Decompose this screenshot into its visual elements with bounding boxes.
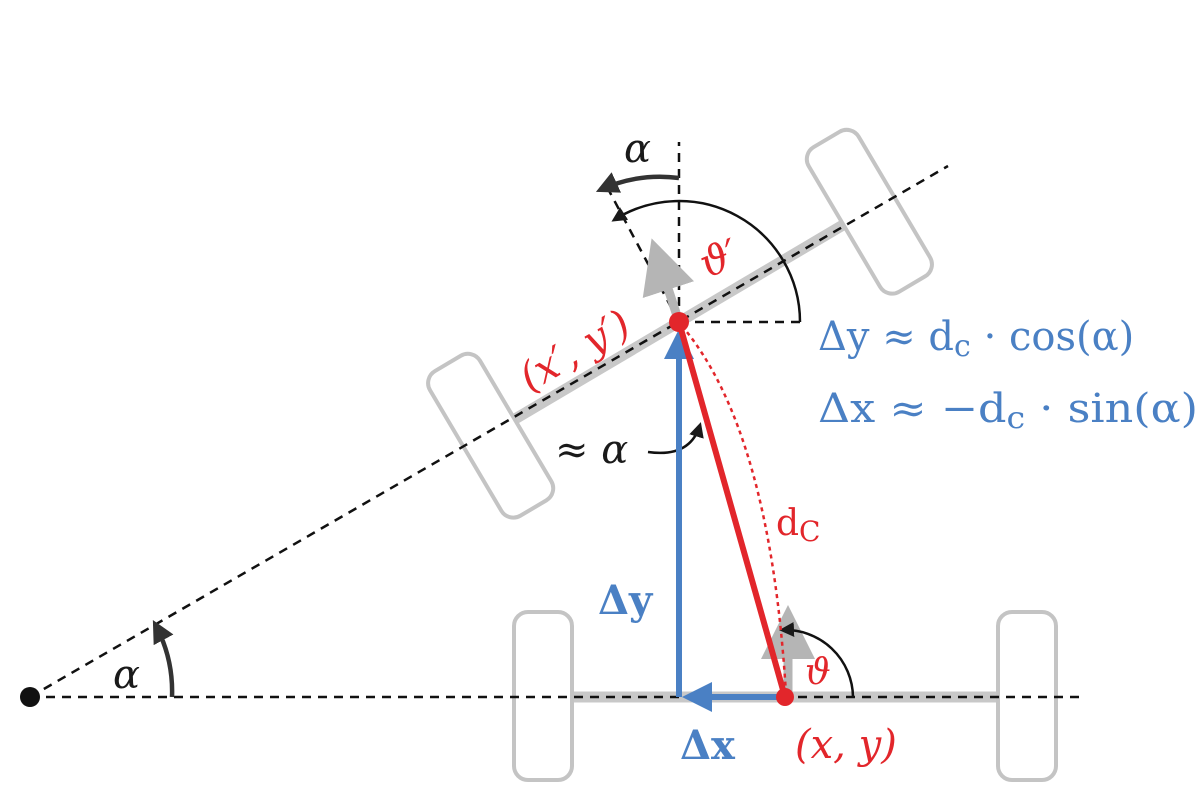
approx-alpha-arrow xyxy=(647,422,704,455)
approx-alpha-label: ≈ α xyxy=(555,427,628,473)
alpha-arc-origin xyxy=(152,620,175,698)
chord-dc xyxy=(676,321,788,698)
position-initial-label: (x, y) xyxy=(795,722,897,768)
theta-prime-arc xyxy=(611,199,802,323)
delta-y-label: Δy xyxy=(598,577,654,624)
alpha-label-origin: α xyxy=(113,652,140,698)
wheel-left-final xyxy=(426,351,556,520)
dc-label-main: d xyxy=(776,503,799,544)
equation-delta-x-lhs: Δx ≈ −d xyxy=(818,386,1006,432)
dc-label: dC xyxy=(776,503,820,548)
origin-point xyxy=(20,687,40,707)
equation-delta-x-sub: c xyxy=(1006,401,1025,436)
wheel-right-final xyxy=(804,127,934,296)
arc-path-dotted xyxy=(681,325,788,695)
heading-arrow-final xyxy=(642,238,695,324)
dc-label-sub: C xyxy=(799,515,820,548)
theta-prime-label: ϑ′ xyxy=(693,231,745,288)
delta-x-label: Δx xyxy=(680,722,736,769)
theta-arc xyxy=(779,621,855,698)
point-final xyxy=(669,312,689,332)
alpha-label-top: α xyxy=(624,126,651,172)
point-initial xyxy=(776,688,794,706)
theta-label: ϑ xyxy=(805,652,831,693)
equation-delta-y-sub: c xyxy=(954,329,971,364)
equation-delta-x-rhs: · sin(α) xyxy=(1025,386,1198,432)
radius-line-rotated xyxy=(29,164,949,699)
equation-delta-y-rhs: · cos(α) xyxy=(971,314,1134,360)
alpha-arc-top xyxy=(595,172,680,193)
equation-delta-y: Δy ≈ dc · cos(α) xyxy=(818,314,1134,364)
equation-delta-y-lhs: Δy ≈ d xyxy=(818,314,954,360)
